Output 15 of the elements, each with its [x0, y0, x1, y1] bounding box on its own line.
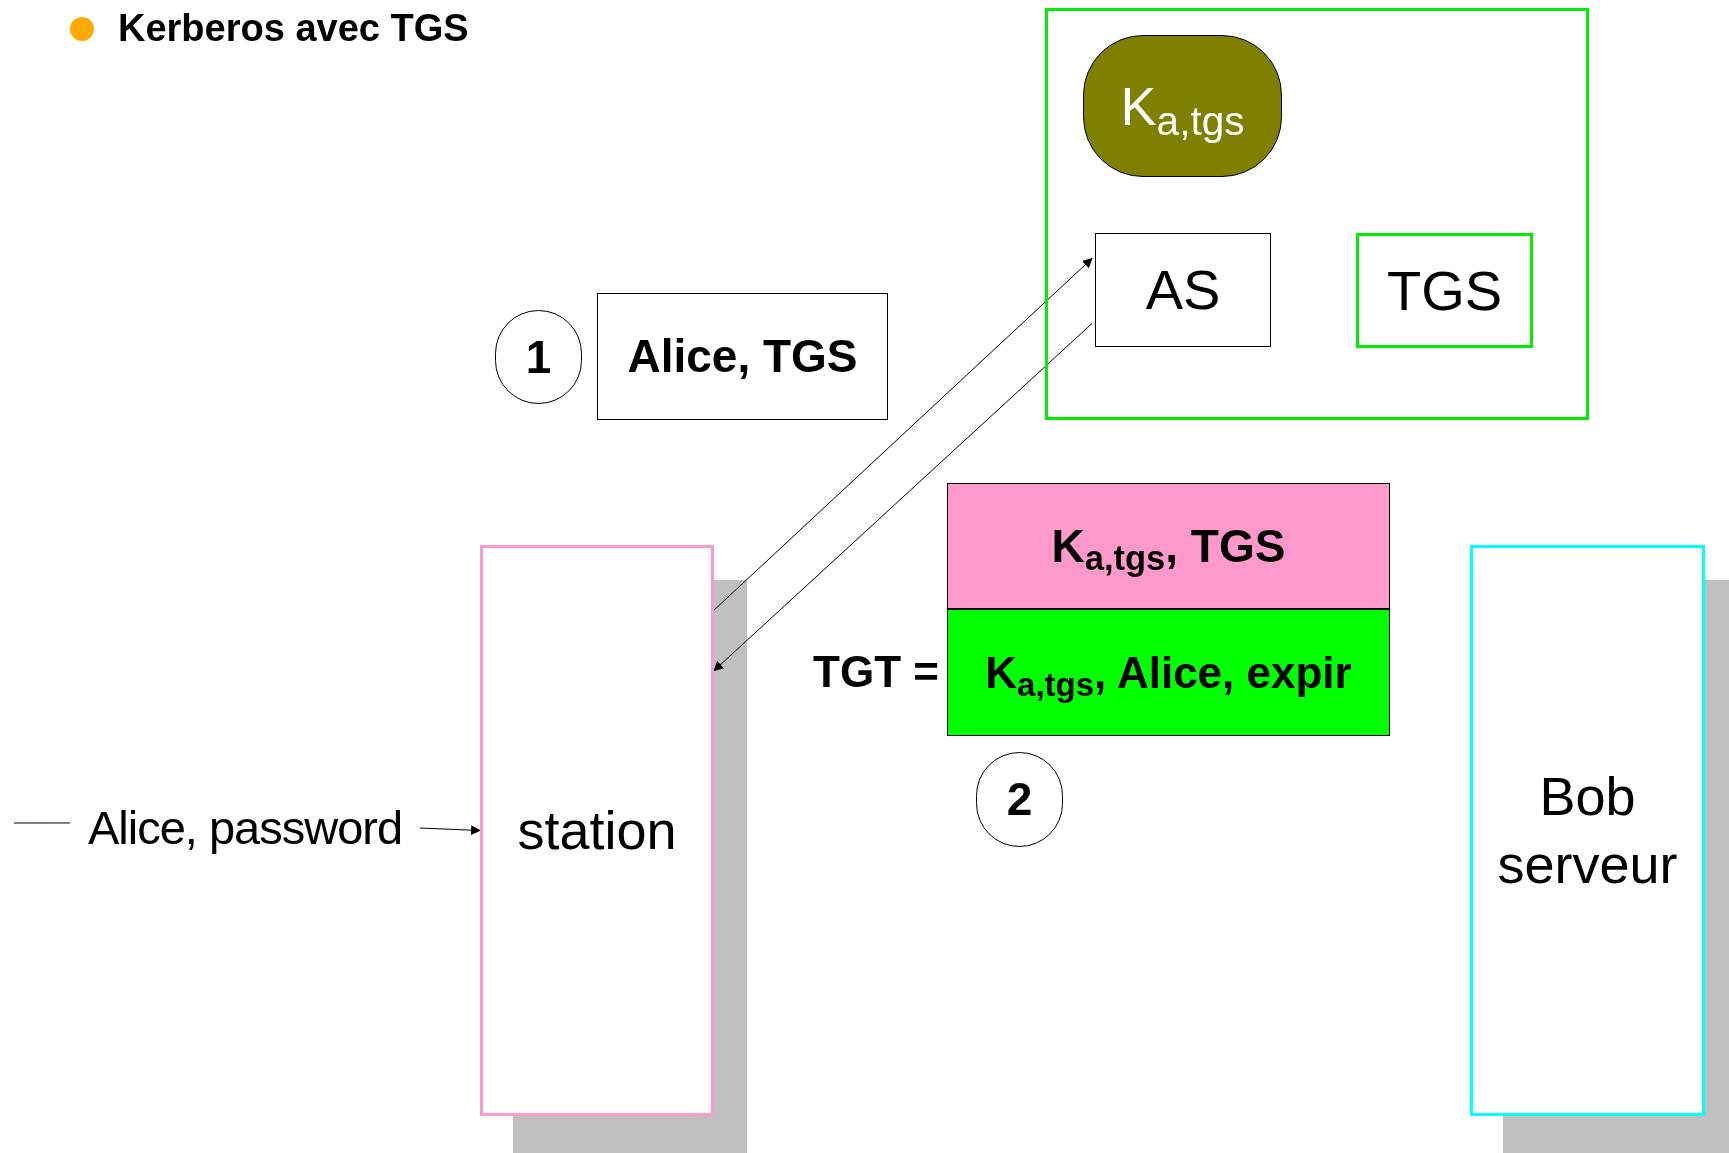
process-box: TGS: [1356, 233, 1533, 348]
key-rounded-box: K$_{a,tgs}$: [1083, 35, 1282, 177]
title: Kerberos avec TGS: [118, 6, 469, 51]
process-box: AS: [1095, 233, 1271, 347]
server-box: Bob serveur: [1470, 545, 1705, 1116]
beside-label: TGT =: [813, 646, 939, 698]
arrow: [419, 825, 481, 836]
message-box: Alice, TGS: [597, 293, 888, 420]
message-box: K$_{a,tgs}$, TGS: [947, 483, 1390, 609]
station-box: station: [480, 545, 714, 1116]
arrow: [713, 323, 1093, 672]
input-label: Alice, password: [70, 800, 420, 856]
server-group-frame: [1045, 8, 1589, 420]
ticket-box: K$_{a,tgs}$, Alice, expir: [947, 609, 1390, 736]
arrow: [713, 257, 1093, 611]
